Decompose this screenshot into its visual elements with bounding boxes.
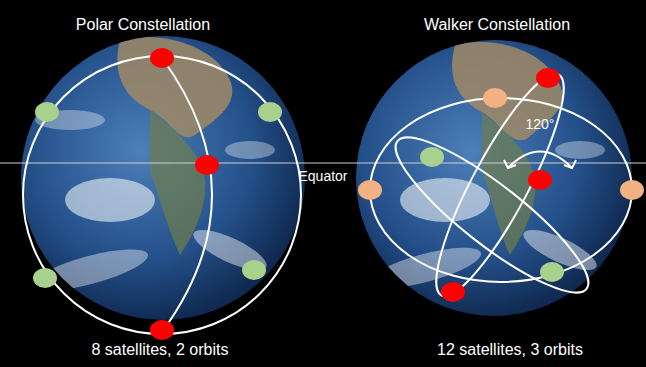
earth-globe	[21, 36, 305, 320]
satellite	[358, 68, 644, 302]
orbit-lines	[370, 61, 632, 312]
panel-title: Polar Constellation	[76, 16, 210, 34]
caption-label: 8 satellites, 2 orbits	[92, 341, 229, 359]
caption-label: 12 satellites, 3 orbits	[437, 341, 583, 359]
equator-label: Equator	[298, 169, 347, 184]
panel-title: Walker Constellation	[424, 16, 570, 34]
angle-label: 120°	[526, 117, 555, 132]
orbit-lines	[23, 56, 301, 334]
equator-line	[0, 163, 646, 164]
satellite	[33, 48, 282, 340]
earth-globe	[356, 40, 632, 316]
